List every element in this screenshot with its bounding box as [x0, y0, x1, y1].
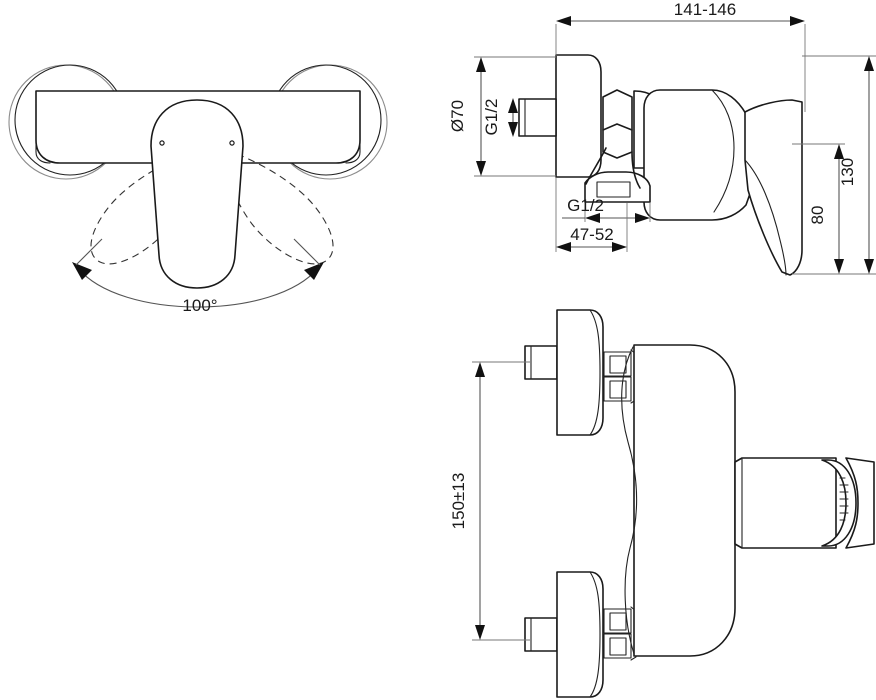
- arrow-130-bottom: [864, 259, 874, 274]
- lever-handle: [150, 99, 244, 289]
- plan-lever-cap: [845, 457, 875, 549]
- plan-hex-bore-top-2: [609, 380, 627, 399]
- plan-lever-grip-lines: [839, 477, 849, 521]
- plan-spout-neck: [734, 457, 837, 549]
- arrow-130-top: [864, 56, 874, 71]
- body-to-outlet-sweep: [585, 147, 607, 185]
- arrow-141-left: [556, 16, 571, 26]
- inlet-thread-bottom-label: G1/2: [567, 196, 604, 215]
- swing-arc-arrow-left: [72, 262, 92, 280]
- arrow-150-bottom: [475, 625, 485, 640]
- plan-flange-top: [556, 309, 604, 436]
- arrow-g12-top-up: [508, 98, 518, 113]
- lever-handle-side: [744, 99, 803, 276]
- arrow-80-bottom: [834, 259, 844, 274]
- swing-arc-arrow-right: [304, 262, 324, 280]
- inlet-nipple-g12: [518, 98, 557, 137]
- plan-inlet-nipple-bottom: [524, 617, 558, 652]
- outlet-height-label: 80: [808, 206, 827, 225]
- wall-to-outlet-label: 47-52: [570, 225, 613, 244]
- inlet-centres-label: 150±13: [449, 473, 468, 530]
- plan-hex-bore-top-1: [609, 355, 627, 374]
- body-shading-curve: [711, 89, 735, 213]
- plan-inlet-nipple-top: [524, 345, 558, 380]
- arrow-141-right: [790, 16, 805, 26]
- plan-lever-cap-ring: [821, 459, 857, 547]
- plan-body-wave-edge: [621, 346, 638, 655]
- arrow-g12b-right: [635, 213, 650, 223]
- arrow-d70-top: [476, 57, 486, 72]
- swing-leader-left: [75, 238, 103, 266]
- plan-flange-top-shade: [589, 309, 601, 436]
- body-to-outlet-sweep-2: [631, 151, 641, 189]
- arrow-g12b-left: [585, 213, 600, 223]
- outlet-nut-flat: [596, 181, 631, 198]
- arrow-80-top: [834, 144, 844, 159]
- hex-nut-edges: [602, 96, 633, 153]
- overall-length-label: 141-146: [674, 0, 736, 19]
- mixer-body-side: [643, 89, 753, 221]
- lever-inner-curve: [744, 159, 787, 276]
- plan-mixer-body: [633, 344, 736, 657]
- lever-pivot-dot-right: [229, 140, 235, 146]
- arrow-4752-left: [556, 242, 571, 252]
- swing-angle-label: 100°: [182, 296, 217, 315]
- flange-diameter-label: Ø70: [448, 100, 467, 132]
- swing-leader-right: [293, 238, 321, 266]
- right-cap-detail: [345, 103, 361, 164]
- plan-flange-bottom: [556, 571, 604, 698]
- inlet-thread-top-label: G1/2: [482, 99, 501, 136]
- plan-hex-bore-bottom-2: [609, 637, 627, 656]
- lever-pivot-dot-left: [159, 140, 165, 146]
- swing-angle-arc: [77, 267, 319, 308]
- left-cap-detail: [35, 103, 51, 164]
- arrow-150-top: [475, 362, 485, 377]
- arrow-4752-right: [612, 242, 627, 252]
- arrow-d70-bottom: [476, 161, 486, 176]
- plan-flange-bottom-shade: [589, 571, 601, 698]
- arrow-g12-top-down: [508, 122, 518, 137]
- plan-hex-bore-bottom-1: [609, 612, 627, 631]
- body-height-label: 130: [838, 158, 857, 186]
